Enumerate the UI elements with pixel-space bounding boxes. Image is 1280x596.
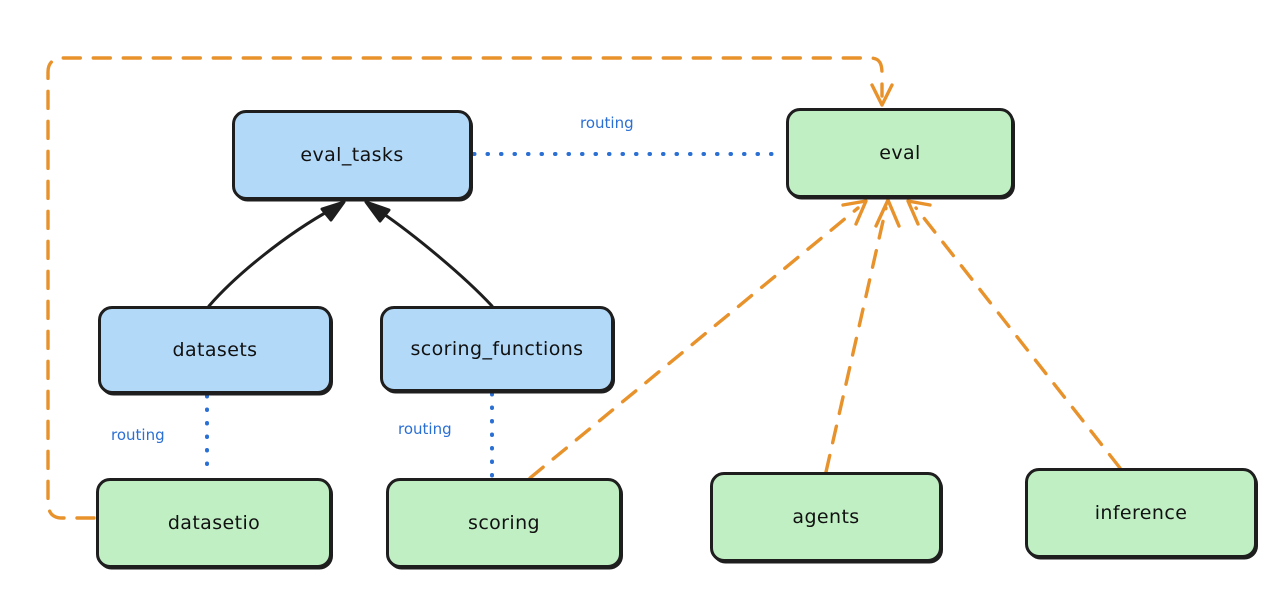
edge-scoring-to-eval: [528, 199, 868, 480]
node-label-scoring: scoring: [468, 512, 540, 534]
edge-datasetio-to-eval: [46, 56, 894, 520]
node-datasets[interactable]: datasets: [98, 306, 332, 394]
node-agents[interactable]: agents: [710, 472, 942, 562]
node-scoring[interactable]: scoring: [386, 478, 622, 568]
edge-datasets-to-eval-tasks: [207, 200, 346, 308]
node-label-eval-tasks: eval_tasks: [300, 144, 404, 166]
edge-label-routing-datasets-datasetio: routing: [111, 426, 165, 444]
node-label-datasetio: datasetio: [167, 512, 261, 534]
node-label-datasets: datasets: [172, 339, 258, 361]
edge-inference-to-eval: [906, 199, 1122, 470]
edge-agents-to-eval: [824, 198, 901, 474]
node-label-agents: agents: [792, 506, 860, 528]
node-eval-tasks[interactable]: eval_tasks: [232, 110, 472, 200]
edge-label-routing-eval-tasks-eval: routing: [580, 114, 634, 132]
edge-scoring-functions-to-eval-tasks: [364, 200, 494, 308]
node-eval[interactable]: eval: [786, 108, 1014, 198]
node-label-eval: eval: [879, 142, 921, 164]
node-label-inference: inference: [1094, 502, 1188, 524]
node-datasetio[interactable]: datasetio: [96, 478, 332, 568]
node-scoring-functions[interactable]: scoring_functions: [380, 306, 614, 392]
edge-label-routing-scoring-functions-scoring: routing: [398, 420, 452, 438]
node-label-scoring-functions: scoring_functions: [410, 338, 584, 360]
node-inference[interactable]: inference: [1025, 468, 1257, 558]
